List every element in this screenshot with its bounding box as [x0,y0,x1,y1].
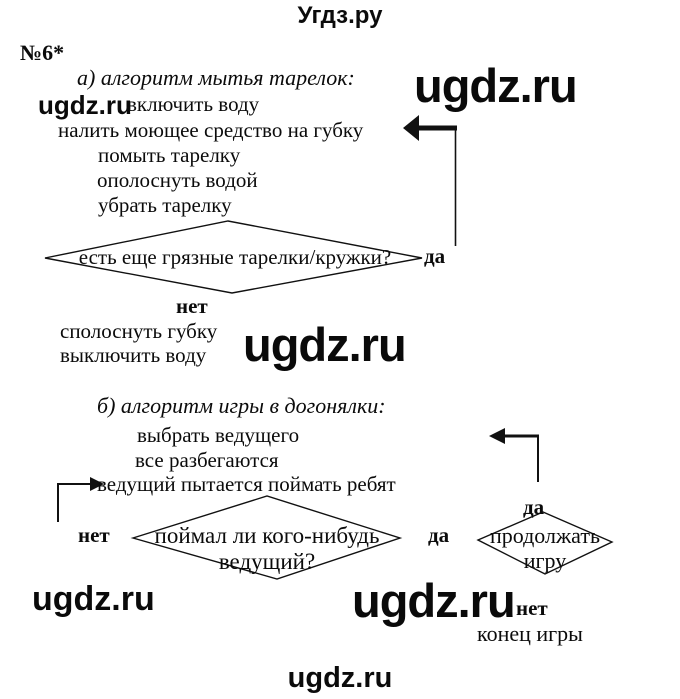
part-a-title: а) алгоритм мытья тарелок: [77,65,355,90]
watermark: ugdz.ru [414,59,578,112]
step-a-turn-on-water: включить воду [127,92,260,116]
continue-text-line2: игру [523,548,567,573]
step-a-turn-off-water: выключить воду [60,343,207,367]
watermark: ugdz.ru [352,574,516,627]
decision-b-text-line2: ведущий? [218,549,316,574]
part-b-title: б) алгоритм игры в догонялки: [97,393,386,418]
step-a-rinse-water: ополоснуть водой [97,168,258,192]
decision-a-no-label: нет [176,294,208,318]
continue-no-label: нет [516,596,548,620]
problem-number: №6* [20,40,65,65]
continue-text-line1: продолжать [489,523,601,548]
step-a-rinse-sponge: сполоснуть губку [60,319,218,343]
step-a-pour-detergent: налить моющее средство на губку [58,118,364,142]
decision-diamond-b-catch [130,495,403,580]
decision-b-yes-label: да [428,523,450,547]
decision-diamond-b-continue [476,511,614,575]
site-header: Угдз.ру [297,2,383,29]
decision-diamond-a [44,220,423,294]
end-of-game-text: конец игры [477,621,583,646]
step-a-wash-plate: помыть тарелку [98,143,241,167]
arrow-left-icon [403,115,419,141]
step-b-leader-tries-catch: ведущий пытается поймать ребят [97,472,396,496]
step-b-choose-leader: выбрать ведущего [137,423,300,447]
decision-b-no-label: нет [78,523,110,547]
watermark: ugdz.ru [32,580,155,618]
watermark: ugdz.ru [243,318,407,371]
watermark: ugdz.ru [38,90,132,120]
arrow-left-icon [489,428,505,444]
decision-a-text: есть еще грязные тарелки/кружки? [78,245,392,269]
continue-yes-label: да [523,495,545,519]
step-b-everyone-scatters: все разбегаются [135,448,279,472]
site-footer: ugdz.ru [287,662,393,694]
arrow-right-icon [90,477,104,491]
decision-b-text-line1: поймал ли кого-нибудь [154,523,380,548]
decision-a-yes-label: да [424,244,446,268]
step-a-put-away-plate: убрать тарелку [98,193,232,217]
